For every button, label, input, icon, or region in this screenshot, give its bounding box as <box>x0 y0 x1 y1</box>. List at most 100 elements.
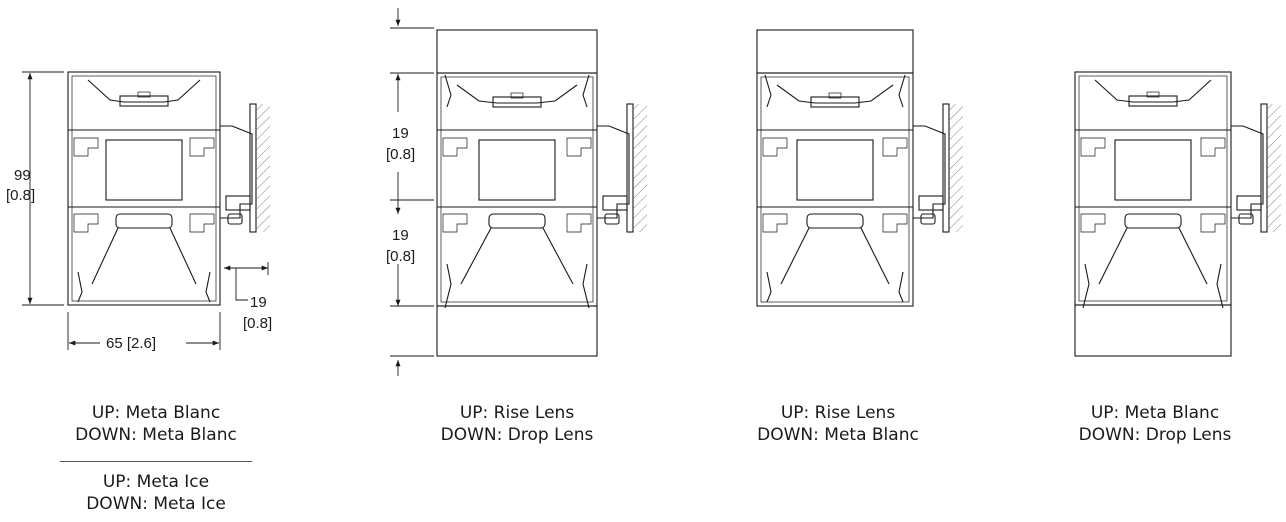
wall-bracket <box>913 125 946 219</box>
reflector-down-right <box>860 227 890 285</box>
profile-rise-blanc <box>756 29 963 307</box>
reflector-down-left <box>91 227 119 285</box>
driver-clip-down <box>488 213 546 229</box>
driver-clip-down <box>1124 213 1182 229</box>
mount-block <box>225 195 251 211</box>
corner-rail <box>566 213 592 233</box>
corner-rail <box>762 137 788 157</box>
housing-inner <box>440 76 594 303</box>
wall-hatch <box>633 104 647 232</box>
lens-down-left <box>444 263 452 309</box>
caption-3-down: DOWN: Drop Lens <box>440 425 594 445</box>
reflector-down-left <box>1098 227 1128 285</box>
corner-rail <box>73 213 99 233</box>
offset-leader <box>235 267 248 301</box>
corner-rail <box>566 137 592 157</box>
corner-rail <box>73 137 99 157</box>
caption-2: UP: Meta Ice DOWN: Meta Ice <box>60 471 252 515</box>
caption-5: UP: Meta Blanc DOWN: Drop Lens <box>1048 402 1262 446</box>
corner-rail <box>189 137 215 157</box>
reflector-up <box>456 84 578 104</box>
lens-up-left <box>764 74 772 108</box>
reflector-down-right <box>1178 227 1208 285</box>
corner-rail <box>882 213 908 233</box>
driver-box <box>478 139 556 201</box>
wall-bracket <box>597 125 630 219</box>
corner-rail <box>442 137 468 157</box>
mount-block <box>1236 195 1262 211</box>
wall-plate <box>1260 103 1268 233</box>
led-up <box>510 92 524 99</box>
wall-plate <box>626 103 634 233</box>
driver-clip-down <box>806 213 864 229</box>
reflector-down-left <box>780 227 810 285</box>
lens-down-left <box>1082 263 1090 309</box>
mount-block <box>602 195 628 211</box>
lens-extension-bottom <box>436 305 598 357</box>
lens-down-right <box>1216 263 1224 309</box>
wall-hatch <box>1267 104 1281 232</box>
width-dim: 65 [2.6] <box>106 335 156 352</box>
corner-rail <box>442 213 468 233</box>
driver-box <box>796 139 874 201</box>
corner-rail <box>1080 213 1106 233</box>
housing-outline <box>436 72 598 307</box>
wall-plate <box>942 103 950 233</box>
driver-clip-up <box>492 96 542 108</box>
offset-dim-mm: 19 <box>250 294 267 311</box>
led-up <box>828 92 842 99</box>
caption-2-down: DOWN: Meta Ice <box>86 494 226 514</box>
led-up <box>137 91 151 98</box>
caption-3-up: UP: Rise Lens <box>459 403 575 423</box>
mount-block <box>918 195 944 211</box>
caption-divider <box>60 461 252 462</box>
driver-box <box>1114 139 1192 201</box>
wall-plate <box>249 103 257 233</box>
driver-clip-up <box>1128 95 1178 107</box>
offset-dim-in: [0.8] <box>243 315 272 332</box>
driver-clip-up <box>119 95 169 107</box>
screw-head <box>920 213 936 225</box>
caption-3: UP: Rise Lens DOWN: Drop Lens <box>410 402 624 446</box>
reflector-down-right <box>169 227 197 285</box>
lens-upper-dim-mm: 19 <box>392 125 409 142</box>
lens-lower-dim-mm: 19 <box>392 227 409 244</box>
screw-head <box>227 213 243 225</box>
caption-5-down: DOWN: Drop Lens <box>1078 425 1232 445</box>
wall-bracket <box>1231 125 1264 219</box>
led-up <box>1146 91 1160 98</box>
caption-4-up: UP: Rise Lens <box>780 403 896 423</box>
lens-extension-top <box>756 29 914 74</box>
screw-head <box>1238 213 1254 225</box>
height-dim-mm: 99 <box>14 167 31 184</box>
lens-down-right <box>582 263 590 309</box>
clip-down-left <box>77 271 83 303</box>
caption-5-up: UP: Meta Blanc <box>1090 403 1220 423</box>
corner-rail <box>1200 213 1226 233</box>
lens-upper-dim-in: [0.8] <box>386 146 415 163</box>
height-dim-in: [0.8] <box>6 187 35 204</box>
clip-down-right <box>898 271 904 303</box>
driver-box <box>105 139 183 201</box>
reflector-up <box>776 84 894 104</box>
caption-4: UP: Rise Lens DOWN: Meta Blanc <box>726 402 950 446</box>
housing-outline <box>1074 71 1232 306</box>
wall-hatch <box>949 104 963 232</box>
corner-rail <box>1080 137 1106 157</box>
corner-rail <box>189 213 215 233</box>
lens-extension-top <box>436 29 598 74</box>
reflector-up <box>87 79 201 103</box>
driver-clip-down <box>115 213 173 229</box>
corner-rail <box>882 137 908 157</box>
caption-1-down: DOWN: Meta Blanc <box>75 425 237 445</box>
corner-rail <box>762 213 788 233</box>
lens-up-left <box>444 74 452 108</box>
reflector-down-right <box>542 227 574 285</box>
housing-inner <box>760 76 910 303</box>
corner-rail <box>1200 137 1226 157</box>
lens-lower-dim-in: [0.8] <box>386 248 415 265</box>
profile-blanc-blanc <box>67 71 270 306</box>
driver-clip-up <box>810 96 860 108</box>
caption-1: UP: Meta Blanc DOWN: Meta Blanc <box>60 402 252 446</box>
